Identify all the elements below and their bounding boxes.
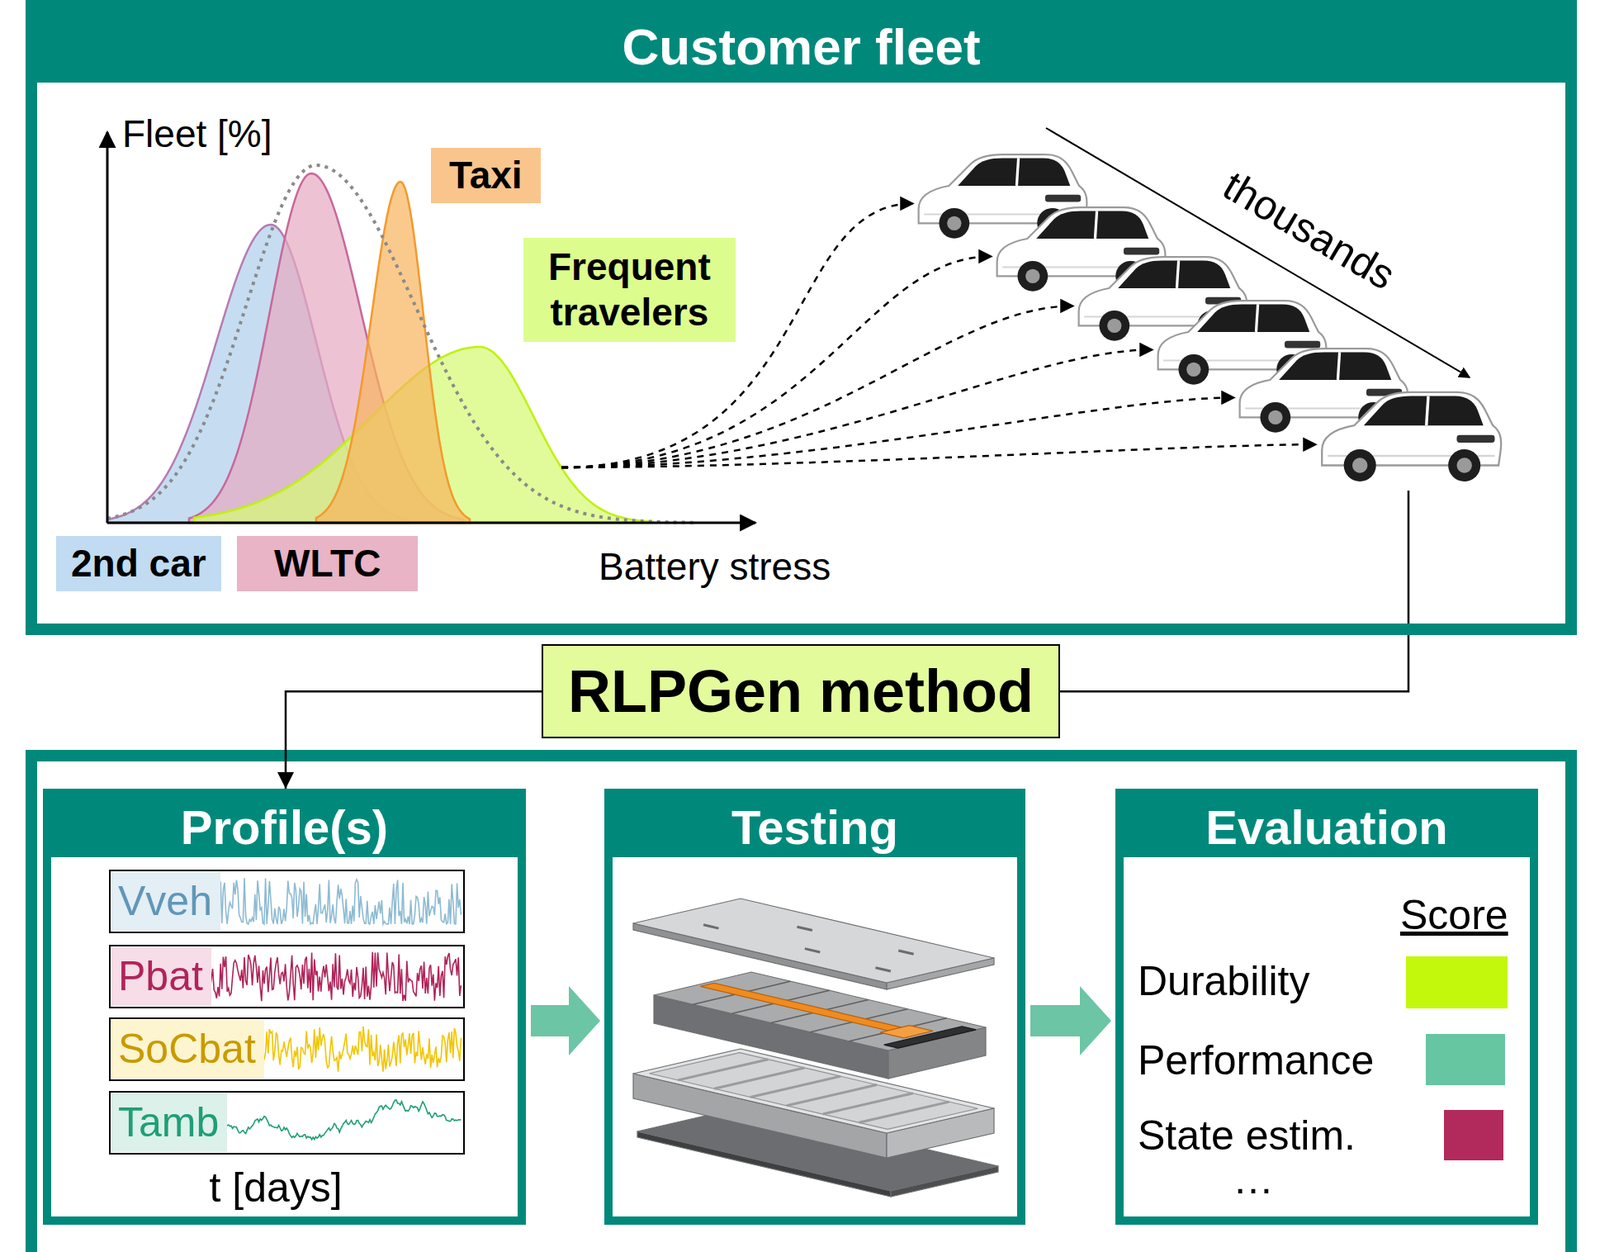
- stage-title: Evaluation: [1123, 796, 1530, 857]
- y-axis: [106, 132, 109, 523]
- ellipsis: …: [1232, 1155, 1274, 1204]
- stage-box: Profile(s): [42, 788, 526, 1225]
- segment-tag: Taxi: [430, 147, 541, 204]
- signal-strips: [109, 870, 464, 1154]
- x-axis: [107, 521, 756, 525]
- fleet-curve: [107, 165, 694, 523]
- segment-tag: Frequent travelers: [523, 237, 736, 342]
- score-heading: Score: [1400, 891, 1509, 940]
- tray-rib: [786, 1084, 877, 1106]
- lid-slot: [875, 967, 890, 971]
- strip-frame: [109, 945, 464, 1008]
- fleet-size-label: thousands: [1214, 161, 1403, 300]
- signal-strip: [109, 870, 464, 933]
- lid-slot: [804, 948, 820, 952]
- stage-title: Profile(s): [51, 796, 518, 857]
- pack-top: [653, 971, 986, 1051]
- segment-label: 2nd car: [71, 540, 207, 587]
- tray-rib: [823, 1093, 914, 1114]
- flow-arrow: [530, 985, 601, 1056]
- segment-label: Taxi: [449, 152, 523, 199]
- pack-top: [633, 898, 995, 983]
- tray-rib: [714, 1067, 805, 1089]
- legend-swatch: [1405, 956, 1508, 1009]
- count-arrow: [1046, 127, 1470, 378]
- lid-slot: [703, 924, 719, 928]
- legend-label: Durability: [1137, 957, 1310, 1006]
- strip-frame: [109, 1091, 464, 1154]
- lead-line: [1407, 490, 1411, 630]
- signal-name: Tamb: [111, 1093, 228, 1152]
- legend-swatch: [1425, 1033, 1506, 1085]
- signal-name: SoCbat: [111, 1019, 265, 1079]
- connector-line: [285, 691, 542, 789]
- stress-distributions: [107, 165, 694, 523]
- pack-lid: [633, 898, 995, 990]
- axis-label: Fleet [%]: [122, 112, 273, 157]
- process-panel: [31, 755, 1572, 1252]
- legend-swatch: [1443, 1109, 1504, 1160]
- module-end: [884, 1026, 976, 1048]
- dashed-arrow: [561, 397, 1235, 468]
- fleet-panel: Customer fleetTaxiFrequent travelers 2nd …: [25, 0, 1577, 635]
- signal-strip: [109, 945, 464, 1008]
- tray-rib: [859, 1101, 950, 1122]
- method-box: RLPGen method: [541, 643, 1061, 739]
- lid-slot: [898, 950, 914, 954]
- flow-arrow: [1030, 985, 1112, 1056]
- segment-tag: 2nd car: [56, 535, 222, 592]
- pack-modules: [653, 971, 986, 1079]
- time-axis-label: t [days]: [209, 1164, 343, 1212]
- segment-tag: WLTC: [236, 535, 418, 592]
- tray-rib: [677, 1059, 768, 1080]
- signal-name: Pbat: [111, 946, 212, 1006]
- car-icon: [1321, 392, 1501, 482]
- segment-label: WLTC: [274, 540, 381, 587]
- legend-label: Performance: [1137, 1036, 1374, 1085]
- battery-pack: [633, 898, 999, 1197]
- signal-name: Vveh: [111, 871, 221, 931]
- strip-frame: [109, 1017, 464, 1080]
- taxi-curve: [316, 181, 470, 523]
- signal-strip: [109, 1017, 464, 1080]
- dashed-arrow: [561, 349, 1153, 468]
- strip-frame: [109, 870, 464, 933]
- dashed-arrow: [561, 444, 1316, 468]
- panel-title: Customer fleet: [37, 11, 1566, 83]
- lid-slot: [796, 926, 812, 930]
- tray-rib: [750, 1075, 841, 1097]
- legend-label: State estim.: [1137, 1112, 1356, 1160]
- connector-line: [1060, 634, 1409, 692]
- stage-box: Testing: [604, 788, 1026, 1225]
- method-label: RLPGen method: [568, 655, 1034, 727]
- busbar: [700, 982, 920, 1035]
- signal-strip: [109, 1091, 464, 1154]
- segment-label: Frequent travelers: [548, 244, 711, 336]
- stage-title: Testing: [612, 796, 1018, 857]
- axis-label: Battery stress: [598, 544, 831, 589]
